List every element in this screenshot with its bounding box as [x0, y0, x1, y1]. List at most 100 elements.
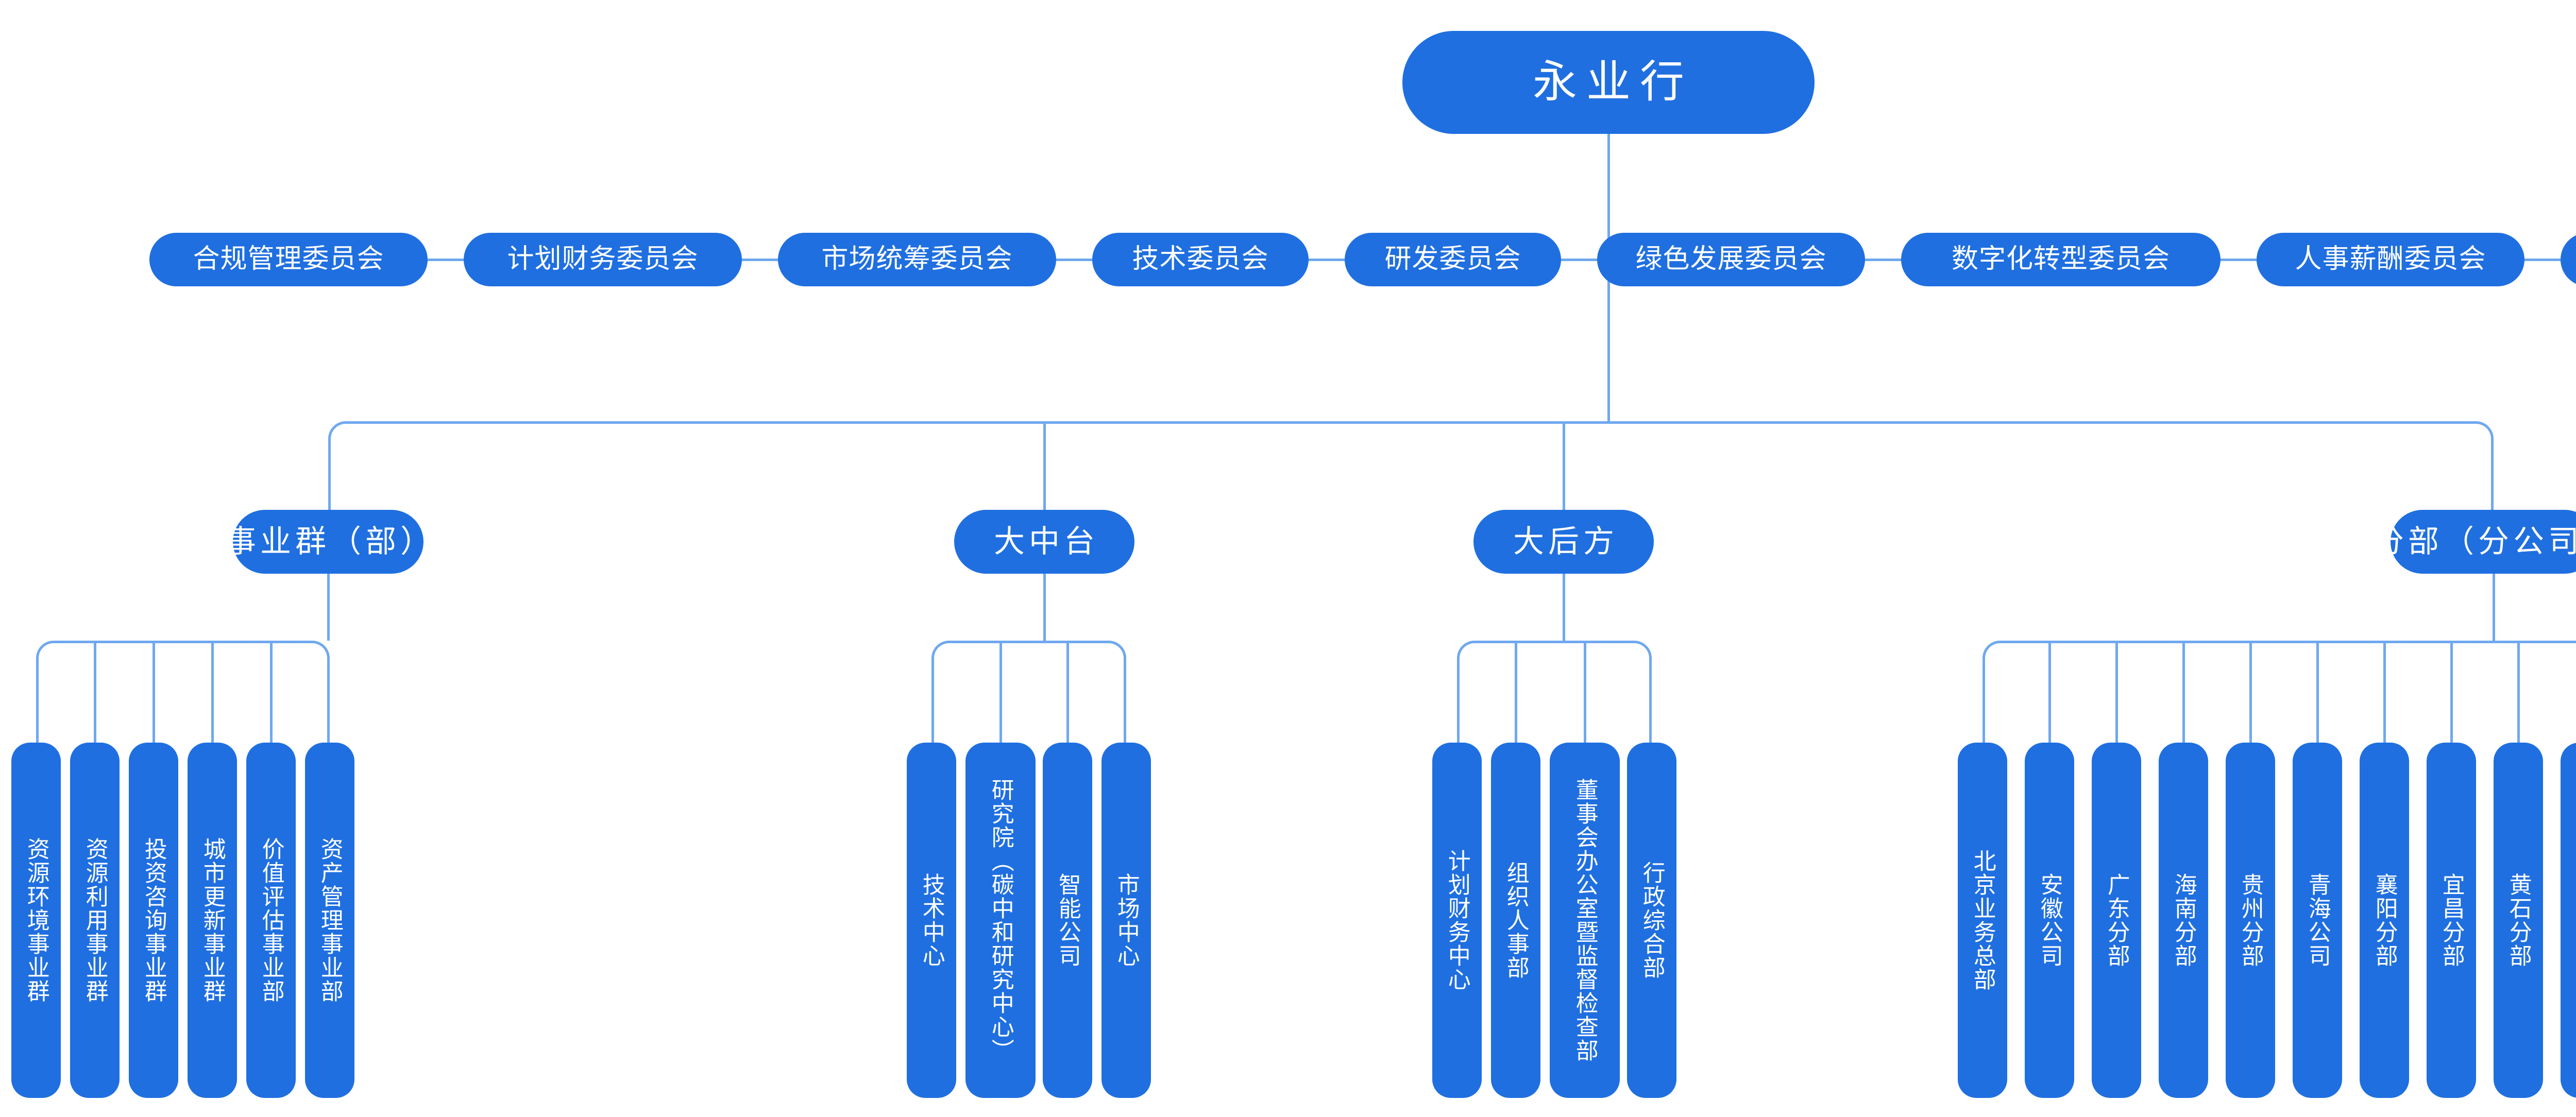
committee-node-8[interactable]: 人事薪酬委员会: [2257, 233, 2524, 286]
leaf-node-1-3[interactable]: 投资咨询事业群: [129, 743, 178, 1098]
connector-committee-link: [2524, 258, 2561, 261]
group-label: 大后方: [1513, 524, 1618, 559]
leaf-node-2-1[interactable]: 技术中心: [907, 743, 956, 1098]
connector-leaf-drop-1-4: [211, 641, 214, 743]
committee-node-9[interactable]: 综合品牌委员会: [2561, 233, 2576, 286]
leaf-node-3-1[interactable]: 计划财务中心: [1432, 743, 1482, 1098]
leaf-node-2-3[interactable]: 智能公司: [1043, 743, 1092, 1098]
connector-leaf-drop-2-2: [999, 641, 1002, 743]
leaf-node-4-7[interactable]: 襄阳分部: [2360, 743, 2409, 1098]
leaf-label: 智能公司: [1055, 873, 1080, 968]
connector-leaf-drop-4-3: [2115, 641, 2118, 743]
committee-node-5[interactable]: 研发委员会: [1345, 233, 1561, 286]
leaf-label: 宜昌分部: [2438, 873, 2464, 968]
connector-committee-link: [1561, 258, 1597, 261]
connector-leaf-drop-4-6: [2316, 641, 2319, 743]
connector-committee-link: [1309, 258, 1345, 261]
committee-label: 合规管理委员会: [193, 244, 384, 274]
connector-committee-link: [1056, 258, 1092, 261]
connector-group-stem-1: [327, 574, 330, 641]
connector-committee-link: [2221, 258, 2257, 261]
committee-label: 绿色发展委员会: [1635, 244, 1827, 274]
connector-leaf-drop-4-9: [2517, 641, 2520, 743]
leaf-label: 董事会办公室暨监督检查部: [1572, 778, 1598, 1062]
leaf-node-4-2[interactable]: 安徽公司: [2025, 743, 2074, 1098]
connector-group-stem-4: [2492, 574, 2495, 641]
leaf-node-3-3[interactable]: 董事会办公室暨监督检查部: [1550, 743, 1620, 1098]
leaf-label: 海南分部: [2171, 873, 2196, 968]
leaf-node-1-6[interactable]: 资产管理事业部: [305, 743, 354, 1098]
connector-leaf-drop-3-2: [1514, 641, 1517, 743]
leaf-node-1-4[interactable]: 城市更新事业群: [188, 743, 237, 1098]
connector-leaf-drop-4-5: [2249, 641, 2252, 743]
leaf-label: 城市更新事业群: [199, 837, 225, 1003]
group-label: 分部（分公司）: [2373, 524, 2576, 559]
leaf-node-1-2[interactable]: 资源利用事业群: [70, 743, 120, 1098]
committee-node-6[interactable]: 绿色发展委员会: [1597, 233, 1865, 286]
leaf-label: 资产管理事业部: [317, 837, 343, 1003]
leaf-node-2-4[interactable]: 市场中心: [1101, 743, 1151, 1098]
committee-node-7[interactable]: 数字化转型委员会: [1901, 233, 2221, 286]
group-label: 大中台: [994, 524, 1099, 559]
leaf-label: 北京业务总部: [1970, 849, 1995, 991]
group-node-3[interactable]: 大后方: [1473, 510, 1654, 574]
committee-node-2[interactable]: 计划财务委员会: [464, 233, 742, 286]
leaf-node-4-1[interactable]: 北京业务总部: [1958, 743, 2007, 1098]
committee-node-1[interactable]: 合规管理委员会: [149, 233, 428, 286]
committee-node-3[interactable]: 市场统筹委员会: [778, 233, 1056, 286]
committee-label: 计划财务委员会: [507, 244, 699, 274]
leaf-node-4-5[interactable]: 贵州分部: [2226, 743, 2275, 1098]
leaf-node-1-5[interactable]: 价值评估事业部: [246, 743, 296, 1098]
connector-leaf-drop-1-2: [93, 641, 96, 743]
leaf-node-4-8[interactable]: 宜昌分部: [2427, 743, 2476, 1098]
leaf-node-4-10[interactable]: 十堰分部: [2561, 743, 2576, 1098]
leaf-node-3-2[interactable]: 组织人事部: [1491, 743, 1540, 1098]
leaf-label: 安徽公司: [2037, 873, 2062, 968]
group-node-1[interactable]: 事业群（部）: [225, 510, 431, 574]
group-node-2[interactable]: 大中台: [954, 510, 1134, 574]
connector-leaf-bus-2: [931, 641, 1126, 743]
committee-label: 研发委员会: [1384, 244, 1521, 274]
committee-label: 市场统筹委员会: [821, 244, 1013, 274]
leaf-label: 广东分部: [2104, 873, 2129, 968]
leaf-label: 行政综合部: [1639, 861, 1665, 979]
leaf-node-1-1[interactable]: 资源环境事业群: [11, 743, 61, 1098]
committee-label: 技术委员会: [1132, 244, 1269, 274]
leaf-label: 资源利用事业群: [82, 837, 108, 1003]
leaf-node-4-4[interactable]: 海南分部: [2159, 743, 2208, 1098]
leaf-label: 组织人事部: [1503, 861, 1529, 979]
leaf-label: 研究院（碳中和研究中心）: [988, 778, 1013, 1062]
connector-leaf-drop-1-3: [152, 641, 155, 743]
leaf-label: 十堰分部: [2572, 873, 2576, 968]
leaf-node-4-9[interactable]: 黄石分部: [2494, 743, 2543, 1098]
leaf-label: 价值评估事业部: [258, 837, 284, 1003]
connector-leaf-drop-4-2: [2048, 641, 2051, 743]
connector-group-stem-2: [1043, 574, 1046, 641]
connector-leaf-bus-1: [36, 641, 330, 743]
connector-leaf-drop-4-8: [2450, 641, 2453, 743]
leaf-label: 青海公司: [2304, 873, 2330, 968]
root-node-label: 永业行: [1533, 57, 1693, 107]
committee-node-4[interactable]: 技术委员会: [1092, 233, 1309, 286]
group-node-4[interactable]: 分部（分公司）: [2373, 510, 2576, 574]
committee-label: 人事薪酬委员会: [2295, 244, 2486, 274]
leaf-node-4-3[interactable]: 广东分部: [2092, 743, 2141, 1098]
committee-label: 数字化转型委员会: [1951, 244, 2170, 274]
connector-leaf-bus-4: [1982, 641, 2576, 743]
connector-group-drop-3: [1562, 421, 1565, 510]
connector-leaf-drop-4-4: [2182, 641, 2185, 743]
leaf-label: 资源环境事业群: [23, 837, 49, 1003]
connector-leaf-bus-3: [1457, 641, 1652, 743]
connector-leaf-drop-1-5: [269, 641, 273, 743]
connector-leaf-drop-2-3: [1066, 641, 1069, 743]
connector-group-bus: [328, 421, 2494, 510]
connector-leaf-drop-4-7: [2383, 641, 2386, 743]
leaf-node-3-4[interactable]: 行政综合部: [1627, 743, 1676, 1098]
root-node-yongyehang[interactable]: 永业行: [1402, 31, 1815, 134]
leaf-label: 技术中心: [919, 873, 944, 968]
leaf-node-2-2[interactable]: 研究院（碳中和研究中心）: [965, 743, 1036, 1098]
connector-group-drop-2: [1043, 421, 1046, 510]
leaf-node-4-6[interactable]: 青海公司: [2293, 743, 2342, 1098]
leaf-label: 襄阳分部: [2371, 873, 2397, 968]
